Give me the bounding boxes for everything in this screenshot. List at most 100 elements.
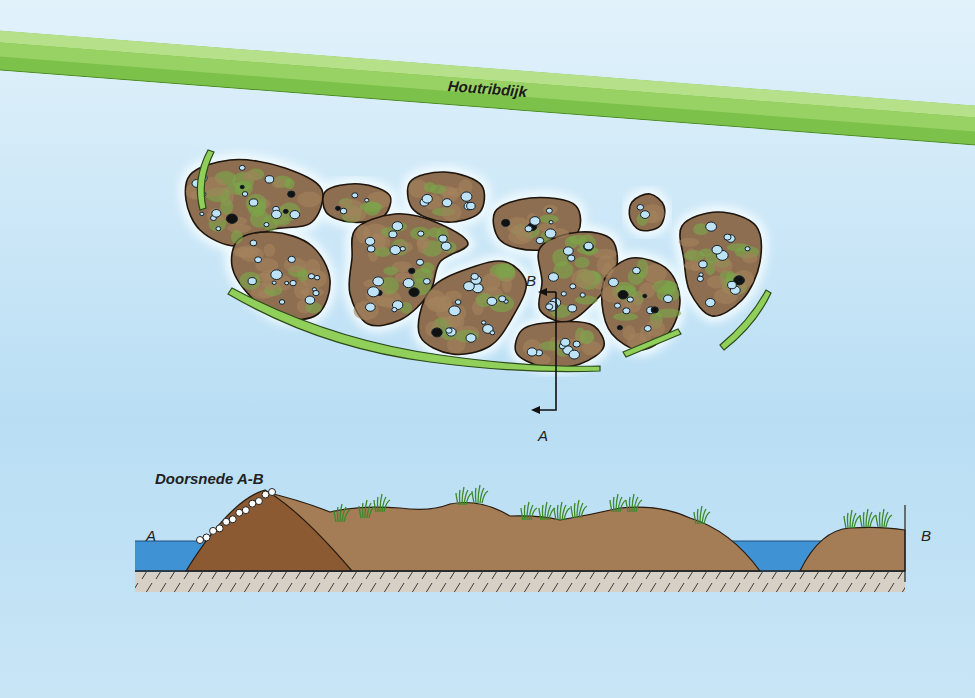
island [408, 172, 485, 222]
island-glow [629, 194, 664, 231]
reed [482, 491, 488, 503]
pool [409, 288, 419, 297]
dam-bands [197, 150, 771, 372]
pool [527, 348, 537, 356]
reed [337, 507, 339, 522]
reed [844, 516, 846, 528]
pool [536, 237, 543, 243]
pool [502, 219, 510, 226]
reed [613, 497, 615, 512]
pool [609, 278, 619, 286]
pool [422, 194, 432, 203]
reed [475, 488, 477, 503]
pool [466, 334, 476, 343]
pool [446, 328, 452, 333]
pool [432, 328, 442, 337]
pool [664, 295, 673, 303]
pool [439, 235, 447, 242]
pool [633, 267, 641, 274]
reed [629, 497, 631, 512]
pool [584, 243, 594, 251]
vegetation-patch [655, 309, 681, 318]
vegetation-patch [442, 241, 456, 253]
pool [389, 231, 397, 238]
vegetation-patch [727, 243, 751, 251]
pool [265, 176, 274, 183]
pool [637, 205, 644, 211]
pool [614, 303, 620, 308]
pool [737, 277, 743, 282]
pool [255, 257, 262, 263]
reed [879, 512, 881, 527]
dike-band: Houtribdijk [0, 28, 975, 149]
pool [697, 276, 703, 281]
rock [223, 518, 230, 525]
reed [554, 508, 556, 520]
reed [542, 505, 544, 520]
reed [636, 500, 642, 512]
pool [365, 237, 374, 245]
pool [643, 294, 647, 297]
reed [521, 508, 523, 520]
pool [705, 298, 715, 306]
reed [557, 505, 559, 520]
pool [239, 165, 245, 170]
pool [446, 328, 456, 336]
pool [651, 307, 658, 313]
pool [285, 281, 289, 284]
pool [373, 277, 384, 286]
pool [584, 242, 593, 250]
reed [574, 503, 576, 518]
reed [456, 493, 458, 505]
pool [242, 192, 248, 197]
vegetation-patch [539, 215, 559, 224]
reed [369, 506, 375, 518]
vegetation-patch [240, 247, 264, 262]
pool [340, 208, 347, 214]
reed [459, 490, 461, 505]
pool [570, 284, 576, 289]
pool [416, 259, 423, 265]
vegetation-patch [502, 277, 512, 292]
pool [712, 245, 722, 254]
vegetation-patch [602, 263, 613, 278]
cross-section [135, 485, 905, 592]
reed [549, 508, 555, 520]
vegetation-patch [523, 339, 542, 356]
vegetation-patch [539, 341, 561, 350]
island [680, 212, 761, 316]
section-end-label: A [538, 427, 548, 444]
pool [724, 234, 731, 240]
reed [539, 508, 541, 520]
rock [236, 509, 243, 516]
pool [706, 222, 717, 231]
reed [581, 506, 587, 518]
pool [392, 307, 397, 311]
vegetation-patch [284, 178, 294, 189]
island [418, 261, 526, 354]
pool [561, 338, 570, 346]
reed [466, 493, 472, 505]
pool [546, 304, 553, 310]
pool [403, 279, 414, 288]
reed [472, 491, 474, 503]
section-end-label: B [921, 527, 931, 544]
pool [272, 281, 276, 284]
island-glow [408, 172, 485, 222]
reed [610, 500, 612, 512]
pool [728, 281, 737, 288]
section-arrowheads [531, 288, 547, 414]
pool [279, 300, 284, 305]
pool [482, 321, 486, 325]
pool [627, 297, 633, 302]
vegetation-patch [354, 301, 379, 321]
pool [617, 325, 622, 329]
vegetation-patch [707, 276, 727, 289]
pool [272, 210, 282, 218]
pool [313, 290, 319, 295]
vegetation-patch [623, 325, 636, 340]
island [349, 214, 468, 326]
pool [623, 308, 630, 314]
island [232, 232, 331, 320]
vegetation-patch [639, 282, 656, 298]
